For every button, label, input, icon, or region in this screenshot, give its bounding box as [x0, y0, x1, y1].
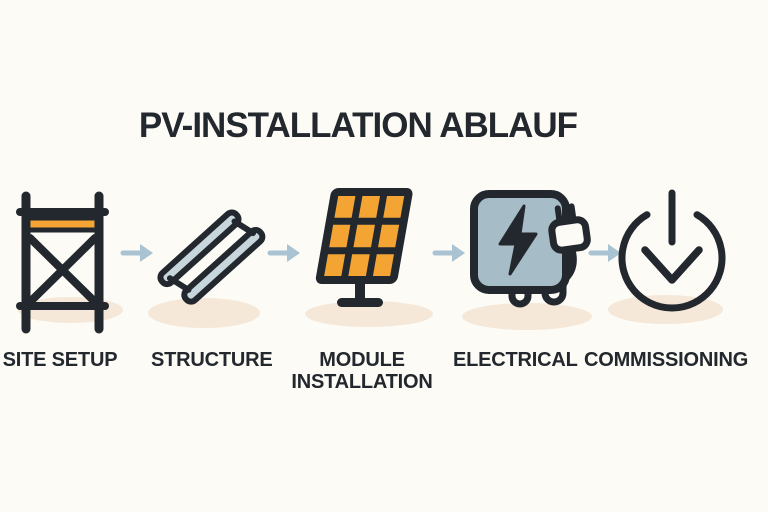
step-label-structure: STRUCTURE	[151, 349, 273, 371]
scaffold-icon	[15, 190, 110, 335]
plug-icon	[548, 203, 591, 254]
step-label-module-installation: MODULE INSTALLATION	[291, 349, 433, 393]
icon-shadow	[148, 298, 260, 328]
flow-arrow	[120, 241, 156, 265]
mounting-rail-icon	[157, 203, 266, 308]
flow-arrow	[432, 241, 468, 265]
flow-arrow	[588, 241, 624, 265]
step-label-site-setup: SITE SETUP	[2, 349, 118, 371]
power-button-icon	[616, 189, 728, 312]
step-label-commissioning: COMMISSIONING	[584, 349, 749, 371]
lightning-bolt-icon	[498, 204, 538, 276]
step-label-electrical: ELECTRICAL	[453, 349, 578, 371]
solar-panel-icon	[300, 186, 432, 316]
icon-shadow	[462, 303, 592, 330]
inverter-plug-icon	[468, 186, 593, 311]
diagram-title: PV-INSTALLATION ABLAUF	[138, 106, 578, 145]
flow-arrow	[267, 241, 303, 265]
